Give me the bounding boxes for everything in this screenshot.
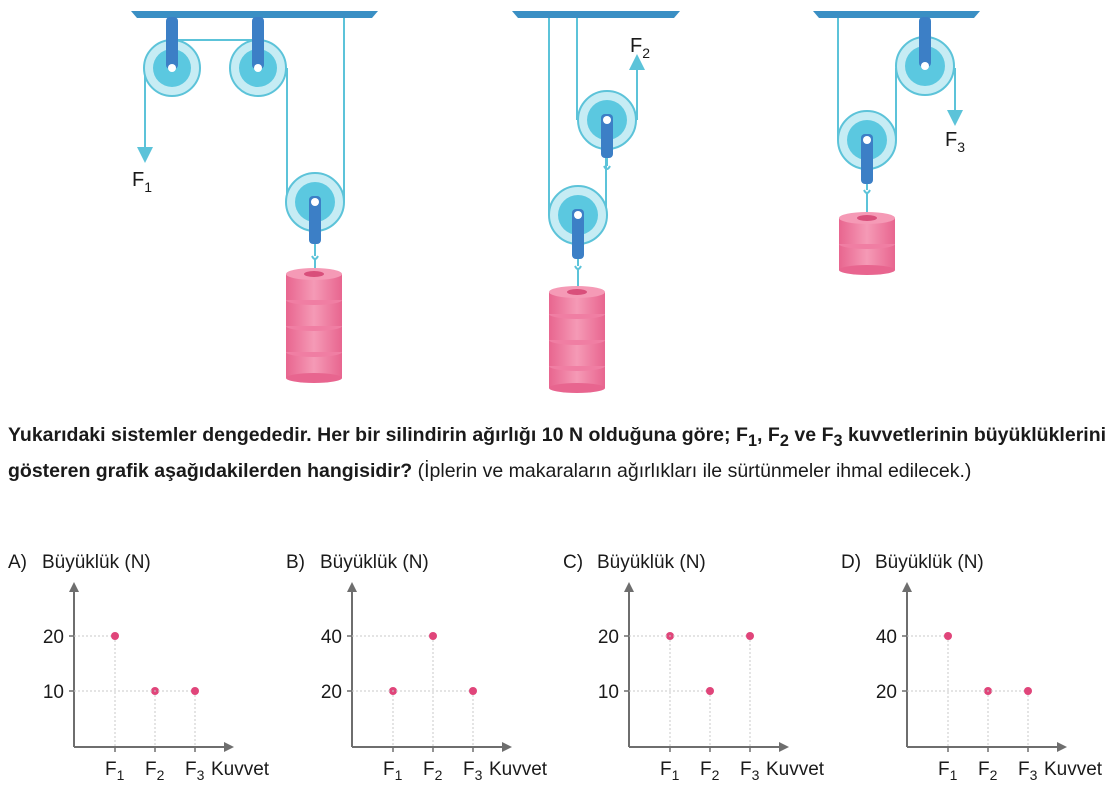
x-tick-label: F3 bbox=[1018, 759, 1038, 783]
question-note: (İplerin ve makaraların ağırlıkları ile … bbox=[412, 459, 972, 482]
pulley-1b bbox=[229, 17, 287, 97]
ceiling-1 bbox=[131, 11, 378, 18]
data-point-f3 bbox=[191, 687, 199, 695]
rope-3 bbox=[837, 18, 963, 140]
x-axis-title: Kuvvet bbox=[211, 759, 270, 780]
option-c-letter: C) bbox=[563, 552, 584, 573]
x-axis-arrow bbox=[779, 742, 789, 752]
option-d-y-title: Büyüklük (N) bbox=[875, 552, 984, 573]
x-tick-label: F1 bbox=[938, 759, 958, 783]
ceiling-2 bbox=[512, 11, 680, 18]
x-axis-arrow bbox=[1057, 742, 1067, 752]
pulley-systems-illustration: F1 bbox=[131, 11, 980, 393]
x-tick-label: F1 bbox=[105, 759, 125, 783]
question-bold-2: , F bbox=[756, 424, 780, 446]
y-tick-label: 10 bbox=[598, 682, 619, 703]
option-c-y-title: Büyüklük (N) bbox=[597, 552, 706, 573]
pulley-1a bbox=[143, 17, 201, 97]
question-sub-2: 2 bbox=[779, 431, 789, 450]
data-point-f2 bbox=[429, 632, 437, 640]
x-tick-label: F2 bbox=[978, 759, 998, 783]
question-sub-1: 1 bbox=[747, 431, 757, 450]
pulley-2b bbox=[548, 185, 608, 290]
force-label-3: F3 bbox=[945, 129, 965, 155]
x-tick-label: F3 bbox=[740, 759, 760, 783]
system-1: F1 bbox=[131, 11, 378, 383]
x-axis-arrow bbox=[224, 742, 234, 752]
option-b-letter: B) bbox=[286, 552, 305, 573]
system-2: F2 bbox=[512, 11, 680, 393]
x-tick-label: F2 bbox=[423, 759, 443, 783]
data-point-f3 bbox=[746, 632, 754, 640]
data-point-f1 bbox=[111, 632, 119, 640]
data-point-f1 bbox=[944, 632, 952, 640]
x-tick-label: F3 bbox=[463, 759, 483, 783]
weight-stack-3 bbox=[839, 212, 895, 275]
x-axis-title: Kuvvet bbox=[766, 759, 825, 780]
option-d-letter: D) bbox=[841, 552, 862, 573]
option-a-letter: A) bbox=[8, 552, 27, 573]
rope-1 bbox=[137, 18, 345, 202]
question-bold-3: ve F bbox=[788, 424, 834, 446]
x-tick-label: F1 bbox=[660, 759, 680, 783]
x-axis-arrow bbox=[502, 742, 512, 752]
y-axis-arrow bbox=[902, 582, 912, 592]
option-b-y-title: Büyüklük (N) bbox=[320, 552, 429, 573]
pulley-2a bbox=[577, 90, 637, 170]
y-tick-label: 10 bbox=[43, 682, 64, 703]
y-tick-label: 20 bbox=[598, 627, 619, 648]
x-axis-title: Kuvvet bbox=[489, 759, 548, 780]
y-axis-arrow bbox=[624, 582, 634, 592]
x-tick-label: F2 bbox=[700, 759, 720, 783]
option-a-y-title: Büyüklük (N) bbox=[42, 552, 151, 573]
system-3: F3 bbox=[813, 11, 980, 275]
x-tick-label: F2 bbox=[145, 759, 165, 783]
question-bold-1: Yukarıdaki sistemler dengededir. Her bir… bbox=[8, 424, 748, 446]
force-label-1: F1 bbox=[132, 169, 152, 195]
question-text: Yukarıdaki sistemler dengededir. Her bir… bbox=[8, 420, 1106, 486]
y-tick-label: 40 bbox=[321, 627, 342, 648]
y-axis-arrow bbox=[69, 582, 79, 592]
pulley-1c bbox=[285, 172, 345, 272]
pulley-3b bbox=[837, 110, 897, 214]
pulley-3a bbox=[895, 17, 955, 96]
y-axis-arrow bbox=[347, 582, 357, 592]
x-axis-title: Kuvvet bbox=[1044, 759, 1103, 780]
x-tick-label: F3 bbox=[185, 759, 205, 783]
y-tick-label: 20 bbox=[43, 627, 64, 648]
y-tick-label: 20 bbox=[876, 682, 897, 703]
weight-stack-1 bbox=[286, 268, 342, 383]
data-point-f3 bbox=[1024, 687, 1032, 695]
y-tick-label: 20 bbox=[321, 682, 342, 703]
x-tick-label: F1 bbox=[383, 759, 403, 783]
force-label-2: F2 bbox=[630, 35, 650, 61]
weight-stack-2 bbox=[549, 286, 605, 393]
y-tick-label: 40 bbox=[876, 627, 897, 648]
question-sub-3: 3 bbox=[833, 431, 843, 450]
data-point-f2 bbox=[706, 687, 714, 695]
ceiling-3 bbox=[813, 11, 980, 18]
question-bold-4: kuvvetlerinin büyüklüklerini gösteren gr… bbox=[8, 424, 1107, 482]
data-point-f3 bbox=[469, 687, 477, 695]
